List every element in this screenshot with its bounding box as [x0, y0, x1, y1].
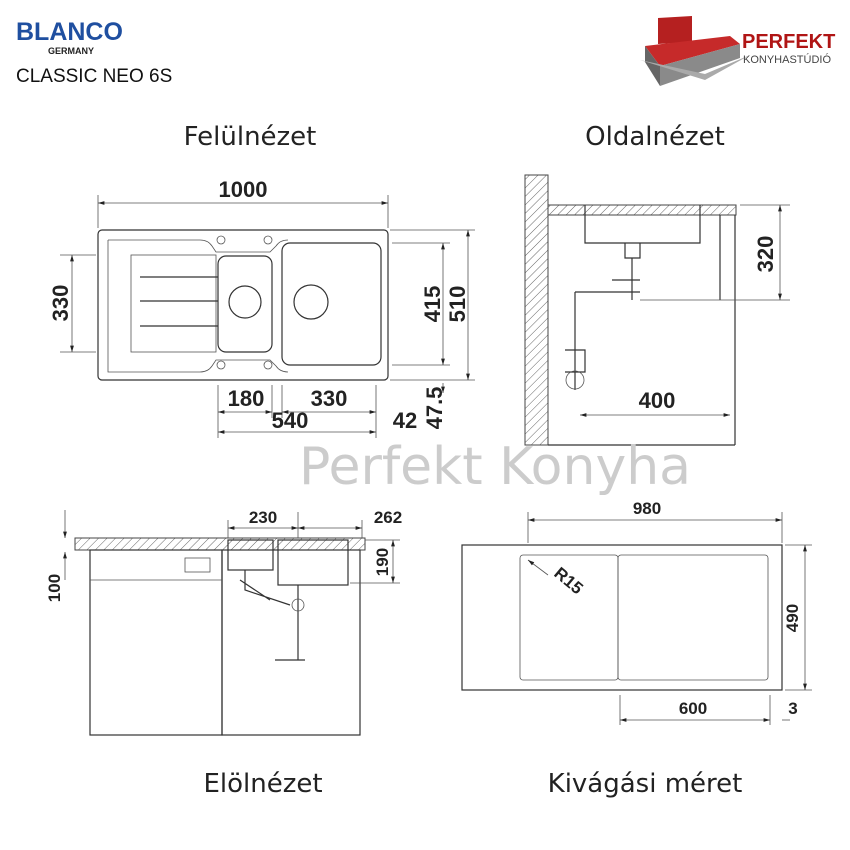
dim-front: 47.5	[422, 387, 447, 430]
dim-side-reach: 400	[639, 388, 676, 413]
top-view: 1000 330 415 510 180 330 540 42 47.5	[48, 177, 475, 438]
dim-cutout-height: 490	[783, 604, 802, 632]
dim-front-a: 230	[249, 508, 277, 527]
dim-cutout-offset: 600	[679, 699, 707, 718]
side-view-title: Oldalnézet	[585, 122, 725, 152]
dim-front-thick: 100	[45, 574, 64, 602]
dim-side-depth: 320	[753, 236, 778, 273]
cutout-view: R15 980 490 600 3	[461, 499, 812, 725]
top-view-title: Felülnézet	[184, 122, 317, 152]
front-view: 230 262 100 190	[45, 508, 402, 736]
dim-cutout-width: 980	[633, 499, 661, 518]
dim-total: 540	[272, 408, 309, 433]
blanco-logo-text: BLANCO	[16, 18, 123, 46]
blanco-logo: BLANCO GERMANY	[16, 18, 123, 56]
product-name: CLASSIC NEO 6S	[16, 66, 172, 87]
perfekt-logo: PERFEKT KONYHASTÚDIÓ	[640, 16, 835, 86]
dim-cutout-gap: 3	[788, 699, 797, 718]
dim-radius: R15	[550, 563, 586, 598]
dim-depth: 510	[445, 286, 470, 323]
drainboard	[130, 254, 217, 353]
small-drain-icon	[228, 285, 262, 319]
blanco-logo-sub: GERMANY	[48, 46, 94, 56]
perfekt-logo-sub: KONYHASTÚDIÓ	[743, 53, 831, 66]
front-view-title: Elölnézet	[203, 769, 322, 799]
dim-front-b: 262	[374, 508, 402, 527]
dim-small-bowl: 180	[228, 386, 265, 411]
dim-front-bowl: 190	[373, 548, 392, 576]
sink-outline	[97, 229, 389, 381]
cutout-view-title: Kivágási méret	[548, 769, 743, 799]
small-bowl	[217, 255, 273, 353]
side-view: 320 400	[524, 174, 790, 446]
large-bowl	[281, 242, 382, 366]
dim-large-bowl: 330	[311, 386, 348, 411]
large-drain-icon	[293, 284, 329, 320]
watermark: Perfekt Konyha	[299, 437, 691, 497]
dim-width: 1000	[219, 177, 268, 202]
dim-bowl-height: 415	[420, 286, 445, 323]
dim-edge: 42	[393, 408, 417, 433]
dim-drain: 330	[48, 285, 73, 322]
perfekt-logo-text: PERFEKT	[742, 31, 835, 53]
